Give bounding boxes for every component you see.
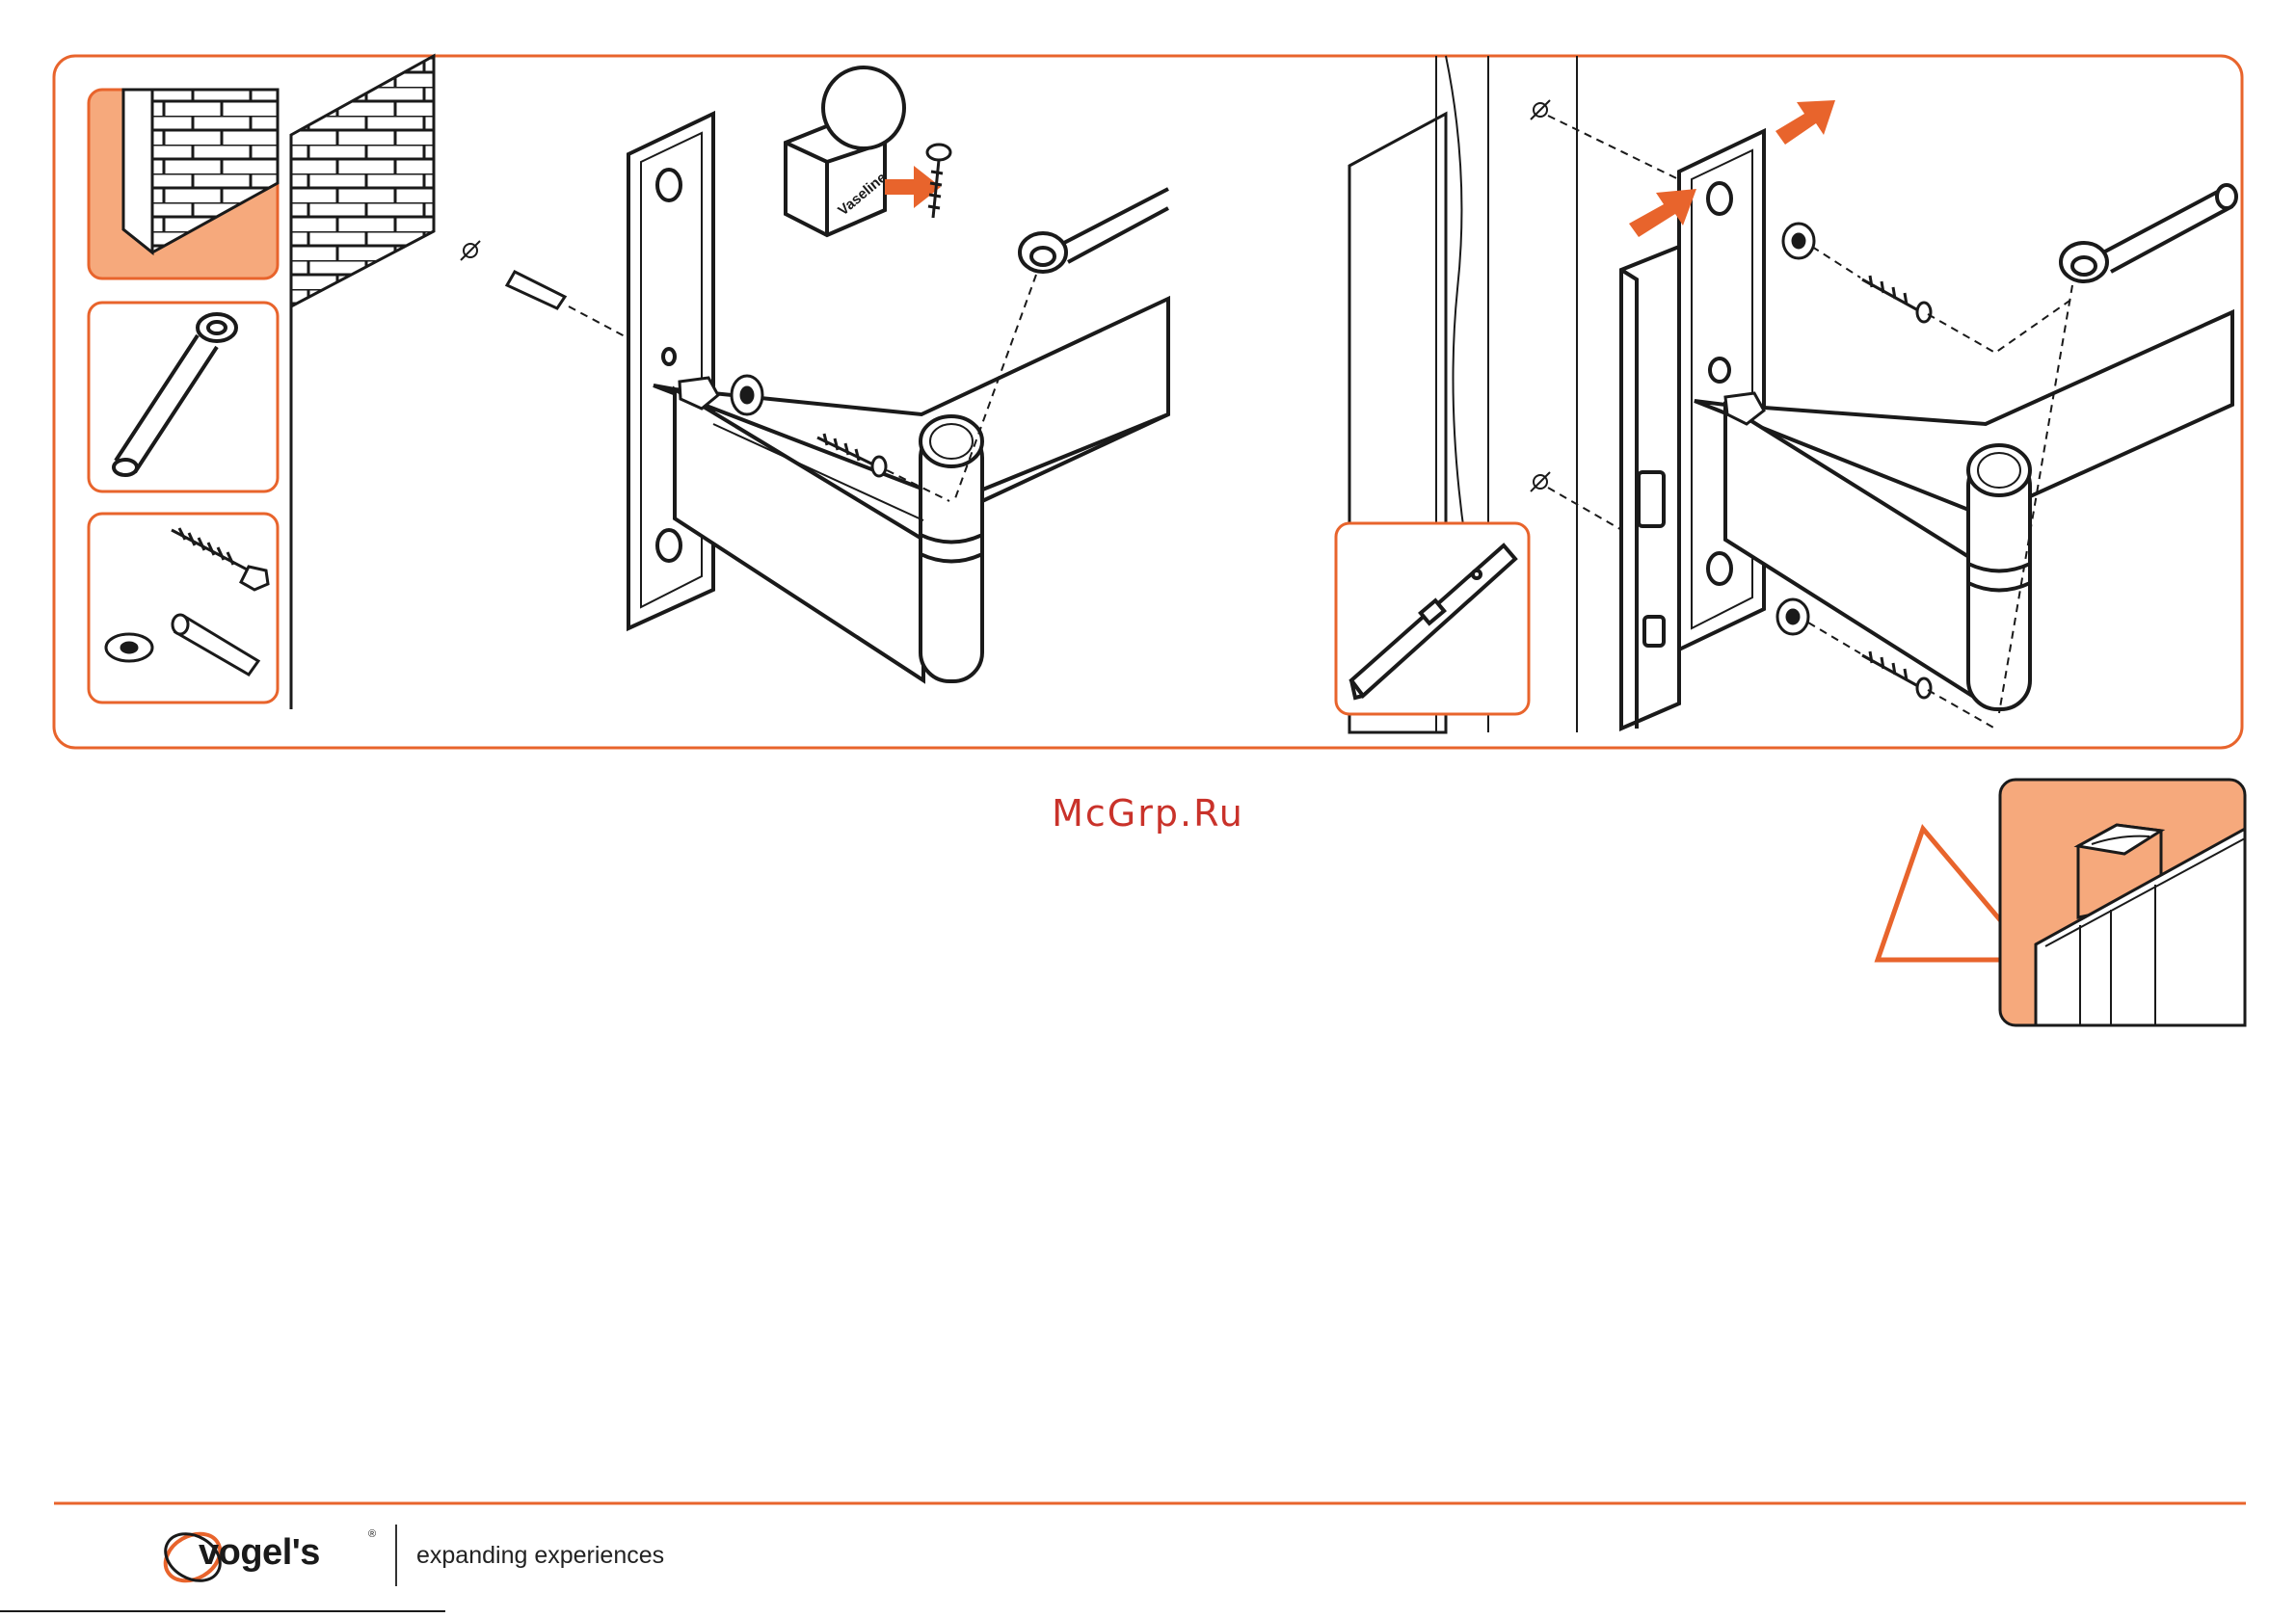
wall-plate: [628, 114, 713, 628]
panel-socket-wrench: [89, 303, 278, 491]
wall-arm: [1695, 312, 2232, 709]
watermark: McGrp.Ru: [0, 792, 2296, 835]
washer-icon: [732, 376, 762, 414]
vaseline-jar: Vaseline: [786, 67, 904, 235]
brand-tagline: expanding experiences: [416, 1542, 664, 1570]
socket-wrench-icon: [1020, 189, 1168, 272]
wall-plug-icon: [507, 272, 565, 308]
spirit-level-icon: [1621, 247, 1679, 729]
panel-spirit-level: [1336, 523, 1529, 714]
panel-fixings: [89, 514, 278, 703]
wall-plate: [1679, 131, 1764, 650]
panel-brick-wall: [89, 90, 278, 279]
brick-wall: [291, 56, 434, 709]
washer-icon: [106, 634, 152, 661]
registered-mark: ®: [368, 1528, 376, 1540]
brand-separator: [395, 1525, 397, 1586]
wall-arm: [654, 299, 1168, 681]
drill-mark: [1531, 100, 1550, 491]
drill-mark: [461, 241, 480, 260]
brand-name: vogel's: [199, 1532, 320, 1574]
socket-wrench-icon: [2061, 185, 2236, 281]
